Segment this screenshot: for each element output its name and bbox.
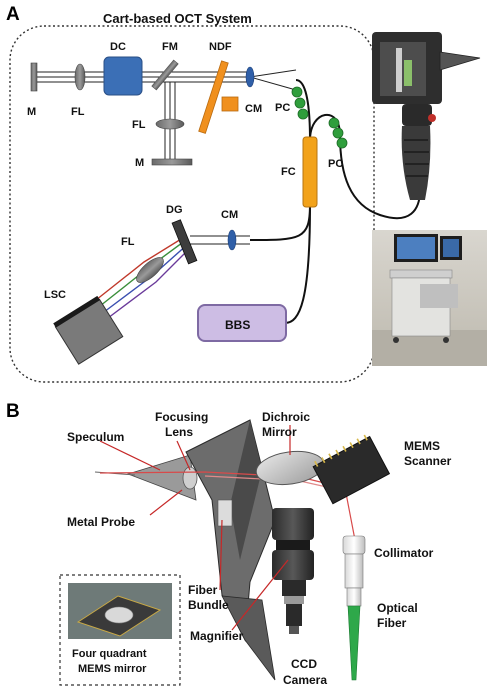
label-focusing-2: Lens bbox=[165, 425, 193, 439]
label-optical-fiber-2: Fiber bbox=[377, 616, 407, 630]
label-inset-1: Four quadrant bbox=[72, 648, 147, 660]
label-magnifier: Magnifier bbox=[190, 629, 244, 643]
cart-system-title: Cart-based OCT System bbox=[103, 11, 252, 26]
mems-mirror-inset: Four quadrant MEMS mirror bbox=[59, 574, 181, 686]
label-speculum: Speculum bbox=[67, 430, 124, 444]
label-collimator: Collimator bbox=[374, 546, 434, 560]
label-ccd-1: CCD bbox=[291, 657, 317, 671]
label-dc: DC bbox=[110, 41, 126, 53]
label-pc-1: PC bbox=[275, 102, 290, 114]
label-fc: FC bbox=[281, 166, 296, 178]
handheld-probe-illustration bbox=[372, 32, 481, 200]
label-bbs: BBS bbox=[225, 318, 250, 332]
collimator-1 bbox=[245, 66, 255, 88]
sample-arm-beams bbox=[190, 235, 250, 245]
label-cm-1: CM bbox=[245, 103, 262, 115]
focusing-lens-3 bbox=[136, 257, 164, 283]
reference-mirror-2 bbox=[151, 158, 193, 166]
label-fl-1: FL bbox=[71, 106, 85, 118]
magnifier-illustration bbox=[272, 508, 314, 580]
cart-system-border bbox=[9, 25, 375, 383]
line-scan-camera bbox=[53, 295, 124, 365]
label-ndf: NDF bbox=[209, 41, 232, 53]
label-lsc: LSC bbox=[44, 289, 66, 301]
polarization-controller-1 bbox=[291, 86, 309, 120]
label-cm-2: CM bbox=[221, 209, 238, 221]
cart-photo bbox=[372, 230, 487, 366]
probe-tail bbox=[221, 595, 276, 681]
label-inset-2: MEMS mirror bbox=[78, 663, 147, 675]
ndf-mount bbox=[221, 96, 239, 112]
focusing-lens-1 bbox=[74, 63, 86, 91]
label-fl-2: FL bbox=[132, 119, 146, 131]
collimator-2 bbox=[227, 229, 237, 251]
fiber-bundle-holder bbox=[217, 499, 233, 527]
label-fl-3: FL bbox=[121, 236, 135, 248]
panel-a: A Cart-based OCT System M FL DC FM FL bbox=[6, 4, 487, 383]
focusing-lens-2 bbox=[155, 118, 185, 130]
probe-shadow bbox=[230, 420, 262, 560]
reference-mirror bbox=[30, 62, 38, 92]
diffraction-grating bbox=[171, 219, 198, 265]
label-fm: FM bbox=[162, 41, 178, 53]
label-mems-2: Scanner bbox=[404, 454, 452, 468]
mems-scanner-illustration bbox=[312, 434, 391, 505]
label-mems-1: MEMS bbox=[404, 439, 440, 453]
panel-b-letter: B bbox=[6, 401, 20, 422]
label-fiber-bundle-2: Bundle bbox=[188, 598, 229, 612]
panel-b: B bbox=[6, 401, 452, 687]
label-dichroic-2: Mirror bbox=[262, 425, 297, 439]
label-pc-2: PC bbox=[328, 158, 343, 170]
neutral-density-filter bbox=[198, 60, 229, 134]
fibers bbox=[249, 79, 421, 324]
callout-lines bbox=[99, 425, 291, 631]
label-m-2: M bbox=[135, 157, 144, 169]
label-ccd-2: Camera bbox=[283, 673, 327, 687]
label-metal-probe: Metal Probe bbox=[67, 515, 135, 529]
panel-a-letter: A bbox=[6, 4, 20, 25]
ccd-camera-illustration bbox=[282, 580, 306, 634]
focusing-lens-illustration bbox=[182, 466, 198, 490]
label-m-1: M bbox=[27, 106, 36, 118]
optical-fiber-illustration bbox=[347, 605, 361, 681]
label-fiber-bundle-1: Fiber bbox=[188, 583, 218, 597]
label-optical-fiber-1: Optical bbox=[377, 601, 418, 615]
flip-mirror bbox=[151, 59, 179, 91]
label-focusing-1: Focusing bbox=[155, 410, 208, 424]
fiber-coupler bbox=[302, 136, 318, 208]
polarization-controller-2 bbox=[328, 117, 348, 149]
collimator-illustration bbox=[342, 535, 366, 607]
broadband-source bbox=[197, 304, 287, 342]
label-dg: DG bbox=[166, 204, 183, 216]
dispersion-compensator bbox=[103, 56, 143, 96]
label-dichroic-1: Dichroic bbox=[262, 410, 310, 424]
